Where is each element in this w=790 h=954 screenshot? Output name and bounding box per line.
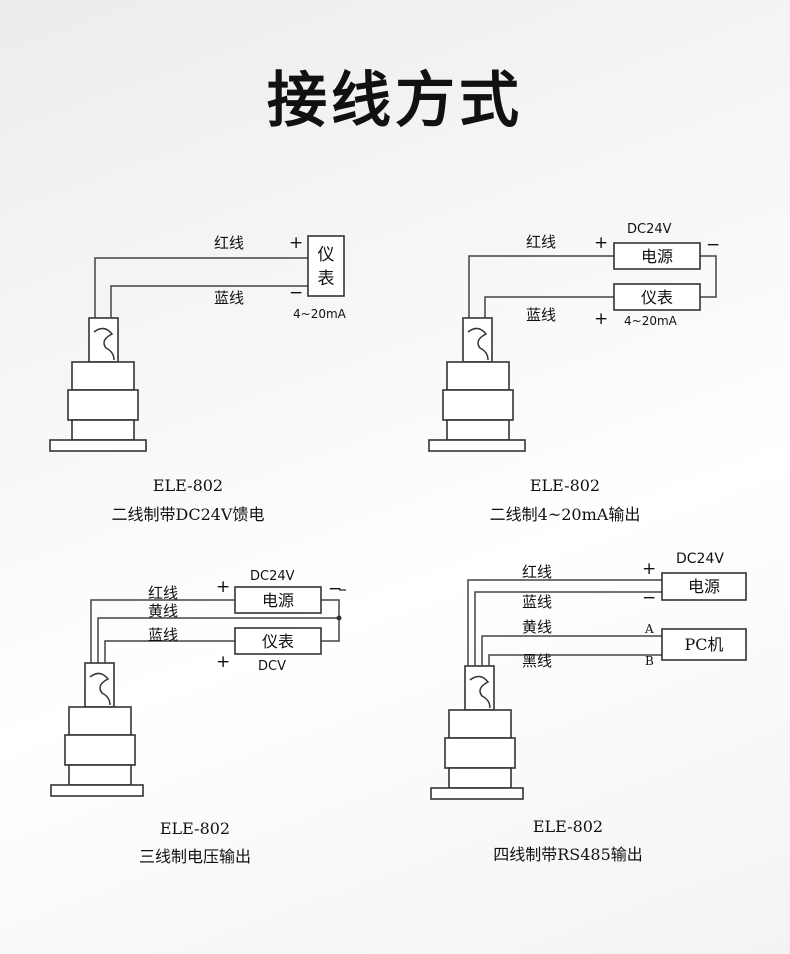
model-label: ELE-802: [530, 476, 600, 495]
meter-box: [613, 283, 701, 311]
page-title: 接线方式: [267, 66, 523, 136]
wire-red-label: 红线: [214, 234, 244, 252]
plus-sign: +: [642, 559, 656, 579]
wires: [94, 257, 308, 318]
minus-sign-top: −: [706, 235, 720, 255]
meter-label: 仪表: [262, 632, 294, 651]
cable-wave-icon: [89, 672, 111, 706]
plus-sign-top: +: [594, 233, 608, 253]
cable-wave-icon: [93, 327, 115, 361]
model-label: ELE-802: [160, 819, 230, 838]
sensor-body: [430, 665, 524, 800]
model-label: ELE-802: [533, 817, 603, 836]
cable-wave-icon: [469, 675, 491, 709]
plus-sign-bottom: +: [594, 309, 608, 329]
current-range: 4~20mA: [624, 314, 678, 328]
wire-yellow-label: 黄线: [522, 618, 552, 636]
power-label: 电源: [641, 247, 673, 266]
meter-char-1: 仪: [318, 245, 335, 265]
minus-sign: −: [289, 283, 303, 303]
wire-blue-label: 蓝线: [214, 289, 244, 307]
meter-label: 仪表: [641, 288, 673, 307]
current-range: 4~20mA: [293, 307, 347, 321]
wire-red-label: 红线: [148, 584, 178, 602]
junction-dot: [336, 615, 342, 621]
model-label: ELE-802: [153, 476, 223, 495]
power-voltage: DC24V: [627, 222, 672, 237]
meter-char-2: 表: [318, 269, 335, 289]
power-box: [613, 242, 701, 270]
wire-black-label: 黑线: [522, 652, 552, 670]
power-label: 电源: [262, 591, 294, 610]
wires: [90, 589, 346, 663]
power-label: 电源: [688, 577, 720, 596]
cable-wave-icon: [467, 327, 489, 361]
pc-label: PC机: [684, 635, 723, 654]
wire-red-label: 红线: [526, 233, 556, 251]
wires: [467, 579, 662, 666]
power-box: [661, 572, 747, 601]
wires: [468, 255, 717, 318]
meter-box: [307, 235, 345, 297]
plus-sign-bottom: +: [216, 652, 230, 672]
sensor-body: [49, 317, 147, 452]
plus-sign: +: [289, 233, 303, 253]
wire-blue-label: 蓝线: [526, 306, 556, 324]
sensor-body: [428, 317, 526, 452]
caption: 三线制电压输出: [139, 847, 251, 866]
sensor-body: [50, 662, 144, 797]
caption: 二线制4~20mA输出: [490, 505, 641, 524]
wire-red-label: 红线: [522, 563, 552, 581]
wire-blue-label: 蓝线: [148, 626, 178, 644]
caption: 四线制带RS485输出: [493, 845, 643, 864]
minus-sign-right: −: [328, 579, 342, 599]
wire-yellow-label: 黄线: [148, 602, 178, 620]
power-box: [234, 586, 322, 614]
power-voltage: DC24V: [676, 551, 724, 567]
plus-sign-top: +: [216, 577, 230, 597]
pc-box: [661, 628, 747, 661]
power-voltage: DC24V: [250, 569, 295, 584]
terminal-b: B: [645, 654, 654, 668]
minus-sign: −: [642, 588, 656, 608]
voltage-unit: DCV: [258, 659, 286, 674]
caption: 二线制带DC24V馈电: [112, 505, 265, 524]
terminal-a: A: [644, 622, 654, 636]
wire-blue-label: 蓝线: [522, 593, 552, 611]
meter-box: [234, 627, 322, 655]
